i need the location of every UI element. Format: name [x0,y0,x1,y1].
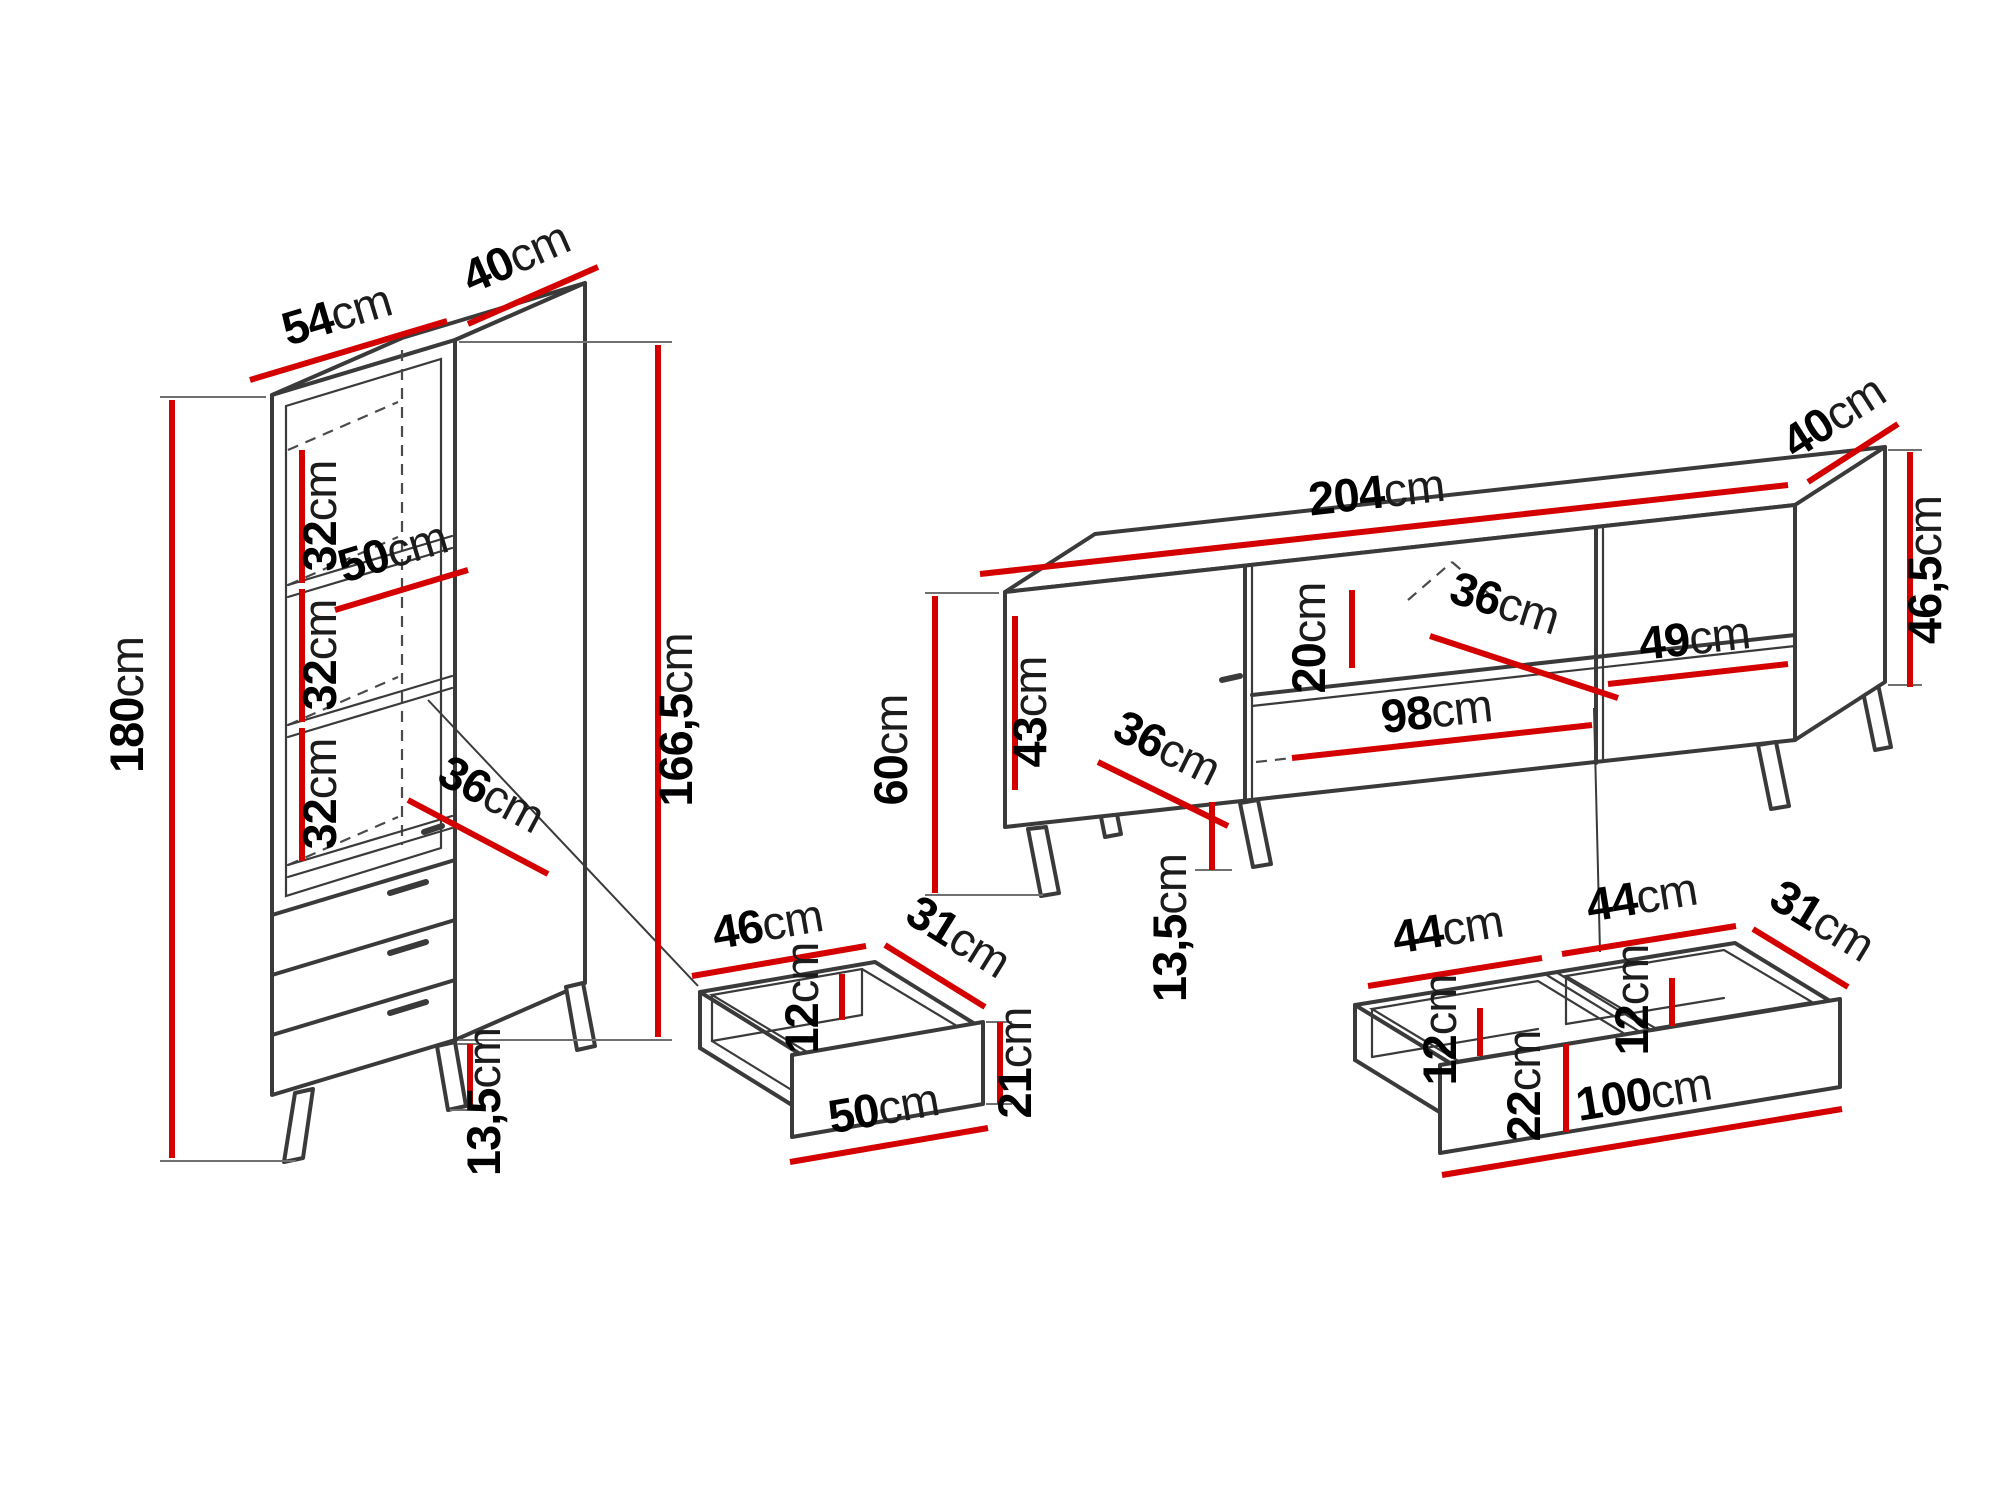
drawer-front-panel [790,1020,985,1139]
tv-stand [1003,445,1893,953]
cabinet-leg [435,1040,468,1112]
drawer-handle [387,939,429,956]
dim-line-drawer-front-width [789,1125,989,1165]
cabinet-right-face [453,281,587,1042]
dim-label-drawer-front-width: 50cm [824,1072,942,1143]
dim-label-tv-drawer-left-width: 44cm [1388,894,1506,964]
tv-drawer-leader-line [1593,707,1601,953]
tv-drawer-dimensions: 44cm 44cm 31cm 12cm 12cm 22cm 100cm [1367,862,1884,1178]
dim-label-drawer-inner-depth: 31cm [898,884,1020,988]
tv-drawer-divider-wall [1543,972,1642,1034]
cabinet-leg [564,981,597,1052]
tv-drawer-front-panel [1438,997,1842,1155]
dim-label-tv-inner-height: 43cm [1003,657,1056,768]
dim-label-tv-width: 204cm [1306,458,1447,526]
dim-label-shelf-gap-3: 32cm [293,739,346,850]
dim-label-drawer-inner-height: 12cm [775,943,828,1054]
tv-stand-leg [1238,798,1273,869]
drawer-divider-line [270,978,457,1037]
hidden-top-depth-line [287,400,399,452]
shelf-front-edge [286,686,454,739]
dim-label-tv-right-niche-width: 49cm [1636,605,1752,670]
dim-line-tv-drawer-depth [1751,926,1850,990]
drawer-inner-bottom-line [710,1013,864,1043]
dim-label-shelf-gap-1: 32cm [293,461,346,572]
shelf-front-edge [286,814,454,867]
dim-line-cabinet-width [249,318,448,383]
drawer-handle [387,999,429,1016]
dim-line-tv-width [979,482,1789,577]
dim-label-tv-drawer-right-width: 44cm [1582,862,1700,932]
dim-label-cabinet-height-body: 166,5cm [649,633,702,806]
hidden-depth-line [1407,561,1453,601]
tv-door-handle [1219,673,1243,683]
dim-line-drawer-inner-depth [883,942,987,1010]
cabinet-front-face [270,338,457,1097]
dim-line-tv-depth [1806,421,1900,485]
dim-label-drawer-inner-width: 46cm [708,888,826,959]
dim-line-tv-drawer-left-width [1367,955,1543,989]
dim-label-tv-niche-height: 20cm [1282,583,1335,694]
dim-label-cabinet-height-total: 180cm [100,637,153,773]
tv-drawer-divider-wall [1554,970,1653,1032]
tv-stand-shelf-edge [1250,644,1797,708]
dim-line-tv-drawer-right-width [1561,923,1737,957]
dim-label-tv-drawer-right-height: 12cm [1605,945,1658,1056]
hidden-shelf-depth-line [287,675,399,727]
drawer-leader-line [427,699,699,987]
door-handle [421,823,445,835]
dim-label-tv-body-height: 46,5cm [1898,496,1951,644]
dim-line-cabinet-depth [466,264,600,327]
shelf-front-edge [286,534,454,587]
cabinet-leg [282,1087,315,1164]
shelf-front-edge [286,674,454,727]
dim-label-tv-drawer-front-height: 22cm [1497,1031,1550,1142]
shelf-front-edge [286,546,454,599]
tv-drawer-inner-bottom-line [1370,1027,1540,1059]
drawer-inner-bottom-line [710,1039,792,1091]
hidden-depth-line [1451,561,1497,601]
dim-label-shelf-gap-2: 32cm [293,600,346,711]
dim-line-shelf-width [334,567,469,613]
tv-stand-leg [1026,825,1061,898]
shelf-front-edge [286,826,454,879]
drawer-outer-bottom-line [698,1046,794,1107]
dim-label-tv-drawer-front-width: 100cm [1572,1057,1715,1131]
tv-drawer-inner-bottom-line [1564,996,1726,1026]
dim-label-tv-drawer-left-height: 12cm [1413,975,1466,1086]
dim-label-cabinet-depth: 40cm [454,210,577,303]
dim-label-tv-drawer-depth: 31cm [1761,868,1883,971]
dim-label-tv-leg-height: 13,5cm [1143,854,1196,1002]
dim-line-tv-right-niche-width [1607,661,1789,687]
drawer-handle [387,879,429,896]
dim-line-drawer-inner-width [691,943,867,979]
dim-label-tv-height-total: 60cm [864,695,917,806]
tv-drawer [1353,941,1842,1155]
dim-label-tv-niche-width: 98cm [1378,678,1494,743]
hidden-shelf-depth-line [287,535,399,587]
dim-label-drawer-front-height: 21cm [988,1008,1041,1119]
dim-line-shelf-depth [406,797,550,877]
dim-line-tv-shelf-depth [1429,633,1619,701]
dim-label-cabinet-leg-height: 13,5cm [457,1028,510,1176]
hidden-shelf-depth-line [287,815,399,867]
cabinet-drawer [698,960,985,1139]
tall-cabinet [270,281,699,1164]
drawer-divider-line [270,858,457,917]
dim-line-tv-door-depth [1096,759,1230,829]
drawer-divider-line [270,918,457,977]
tv-stand-leg [1756,740,1791,811]
dim-line-tv-niche-width [1291,722,1593,761]
dim-line-tv-drawer-front-width [1441,1106,1843,1178]
tv-drawer-outer-bottom-line [1353,1058,1448,1118]
cabinet-door-frame [284,357,443,898]
